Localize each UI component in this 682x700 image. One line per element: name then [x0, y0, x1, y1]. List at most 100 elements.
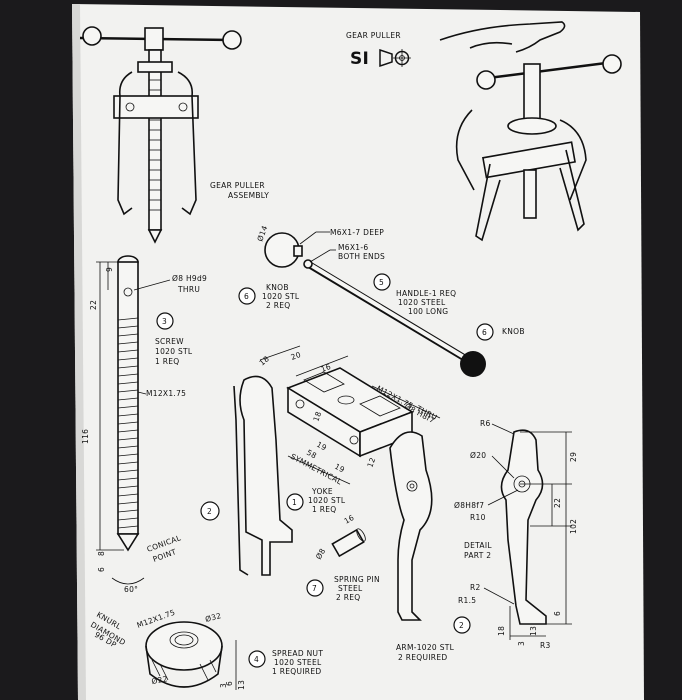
yoke-d19b-text: 19 [333, 462, 346, 475]
title-line2: SI [350, 49, 369, 69]
screw-thru-text: THRU [177, 285, 200, 294]
detail-d29-text: 29 [569, 452, 578, 462]
knob-part-num: 6 [244, 292, 249, 301]
screw-part-l1: SCREW [155, 337, 184, 346]
handle-balloon [373, 273, 391, 291]
nut-part-l1: SPREAD NUT [272, 649, 323, 658]
knob-ref-label: KNOB [502, 327, 525, 336]
pin-part-num: 7 [312, 584, 317, 593]
arm-detail-balloon [453, 616, 471, 634]
screw-angle-text: 60° [124, 585, 138, 594]
nut-balloon [248, 650, 266, 668]
yoke-drawing [286, 367, 414, 458]
screw-drawing [96, 255, 145, 585]
detail-d13-text: 13 [529, 626, 538, 636]
detail-d22-text: 22 [553, 498, 562, 508]
yoke-part-l3: 1 REQ [312, 505, 337, 514]
arm-right-drawing [389, 431, 433, 621]
screw-hole-text: Ø8 H9d9 [172, 274, 207, 283]
arm-part-l2: 2 REQUIRED [398, 653, 447, 662]
knob-balloon [238, 287, 256, 305]
pin-part-l1: SPRING PIN [334, 575, 380, 584]
arm-left-drawing [233, 375, 293, 576]
yoke-d18b-text: 18 [311, 410, 323, 423]
assembly-label-line2: ASSEMBLY [228, 191, 269, 200]
arm-balloon [200, 501, 220, 521]
detail-r15-text: R1.5 [458, 596, 476, 605]
screw-d6-text: 6 [97, 567, 106, 572]
knob-ref-balloon [476, 323, 494, 341]
yoke-d16-text: 16 [320, 362, 333, 374]
yoke-part-num: 1 [292, 498, 297, 507]
screw-part-l3: 1 REQ [155, 357, 180, 366]
screw-d22-text: 22 [89, 300, 98, 310]
handle-rod-drawing [303, 259, 486, 377]
screw-part-l2: 1020 STL [155, 347, 193, 356]
arm-part-l1: ARM-1020 STL [396, 643, 455, 652]
screw-thread-text: M12X1.75 [146, 389, 186, 398]
detail-part2-drawing [500, 429, 572, 640]
detail-r6-text: R6 [480, 419, 491, 428]
title-block: GEAR PULLER SI [346, 31, 411, 69]
detail-r10-text: R10 [470, 513, 486, 522]
yoke-part-l1: YOKE [311, 487, 333, 496]
detail-r3-text: R3 [540, 641, 551, 650]
title-line1: GEAR PULLER [346, 31, 401, 40]
handle-part-l3: 100 LONG [408, 307, 448, 316]
pin-part-l3: 2 REQ [336, 593, 361, 602]
nut-d3-text: 3 [219, 683, 228, 688]
handle-part-num: 5 [379, 278, 384, 287]
arm-balloon-num: 2 [207, 507, 212, 516]
detail-label-l1: DETAIL [464, 541, 492, 550]
nut-part-l2: 1020 STEEL [274, 658, 322, 667]
detail-d102-text: 102 [569, 519, 578, 534]
yoke-d19a-text: 19 [315, 440, 328, 453]
paper-sheet [72, 4, 644, 700]
screw-balloon [156, 312, 174, 330]
pin-part-l2: STEEL [338, 584, 363, 593]
handle-part-l2: 1020 STEEL [398, 298, 446, 307]
knob-part-l2: 1020 STL [262, 292, 300, 301]
knob-ref-num: 6 [482, 328, 487, 337]
knob-part-l3: 2 REQ [266, 301, 291, 310]
knob-hole-text: M6X1-7 DEEP [330, 228, 384, 237]
knob-part-l1: KNOB [266, 283, 289, 292]
yoke-d58-text: 58 [305, 448, 318, 461]
nut-part-l3: 1 REQUIRED [272, 667, 321, 676]
detail-d3-text: 3 [517, 641, 526, 646]
projection-symbol-icon [379, 48, 411, 68]
knob-ends1-text: M6X1-6 [338, 243, 368, 252]
nut-d32-text: Ø32 [204, 611, 222, 624]
pin-len-text: 16 [343, 513, 356, 526]
nut-part-num: 4 [254, 655, 259, 664]
yoke-dim-lines [259, 345, 441, 485]
yoke-balloon [286, 493, 304, 511]
arm-detail-num: 2 [459, 621, 464, 630]
yoke-d20-text: 20 [290, 350, 303, 362]
spread-nut-drawing [145, 621, 237, 690]
screw-len-text: 116 [81, 429, 90, 444]
detail-d6-text: 6 [553, 611, 562, 616]
nut-d13-text: 13 [237, 680, 246, 690]
detail-r2-text: R2 [470, 583, 481, 592]
yoke-part-l2: 1020 STL [308, 496, 346, 505]
yoke-d12-text: 12 [365, 456, 377, 469]
nut-d6-text: 6 [225, 681, 234, 686]
gear-puller-assembly-drawing [79, 26, 242, 244]
assembly-label-line1: GEAR PULLER [210, 181, 265, 190]
hand-illustration [439, 21, 622, 242]
pin-balloon [306, 579, 324, 597]
detail-hole-text: Ø8H8f7 [454, 501, 484, 510]
screw-d8-text: 8 [97, 551, 106, 556]
spring-pin-drawing [331, 528, 366, 558]
nut-d22-text: Ø22 [151, 674, 169, 686]
detail-d20-text: Ø20 [470, 451, 486, 460]
knob-drawing [264, 232, 303, 268]
knob-leaders [299, 231, 336, 263]
handle-part-l1: HANDLE-1 REQ [396, 289, 456, 298]
screw-d9-text: 9 [105, 267, 114, 272]
detail-label-l2: PART 2 [464, 551, 491, 560]
screw-part-num: 3 [162, 317, 167, 326]
detail-d18-text: 18 [497, 626, 506, 636]
